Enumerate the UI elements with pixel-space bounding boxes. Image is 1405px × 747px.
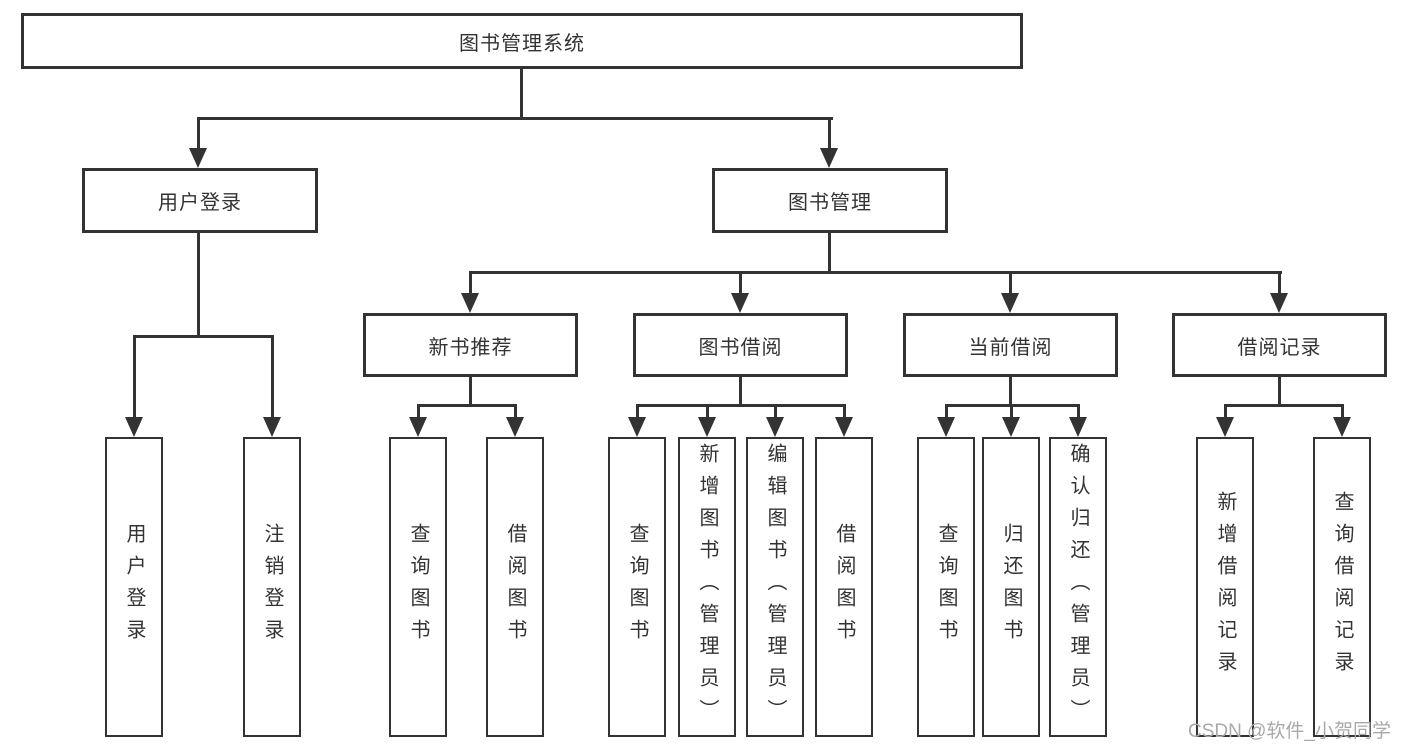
connector-line xyxy=(469,271,1282,274)
node-label: 新书推荐 xyxy=(428,336,513,359)
leaf-query-book-current: 查询图书 xyxy=(917,437,975,737)
connector-line xyxy=(469,377,472,407)
connector-line xyxy=(417,404,517,407)
leaf-label: 借阅图书 xyxy=(833,523,855,651)
node-label: 图书管理系统 xyxy=(459,32,585,55)
connector-line xyxy=(197,233,200,337)
connector-line xyxy=(133,335,274,338)
connector-line xyxy=(828,117,831,151)
connector-line xyxy=(133,335,136,419)
leaf-label: 注销登录 xyxy=(261,523,283,651)
arrow-down-icon xyxy=(461,293,479,313)
leaf-confirm-return-admin: 确认归还（管理员） xyxy=(1049,437,1107,737)
node-library-management-system: 图书管理系统 xyxy=(21,13,1023,69)
connector-line xyxy=(739,377,742,407)
leaf-label: 借阅图书 xyxy=(504,523,526,651)
connector-line xyxy=(469,271,472,297)
connector-line xyxy=(271,335,274,419)
leaf-add-book-admin: 新增图书（管理员） xyxy=(678,437,736,737)
connector-line xyxy=(1224,404,1227,419)
connector-line xyxy=(636,404,639,419)
connector-line xyxy=(1009,271,1012,297)
node-label: 图书借阅 xyxy=(698,336,783,359)
connector-line xyxy=(1278,271,1281,297)
connector-line xyxy=(636,404,846,407)
connector-line xyxy=(945,404,948,419)
connector-line xyxy=(774,404,777,419)
connector-line xyxy=(197,117,200,151)
arrow-down-icon xyxy=(263,417,281,437)
arrow-down-icon xyxy=(698,417,716,437)
arrow-down-icon xyxy=(731,293,749,313)
connector-line xyxy=(828,233,831,274)
arrow-down-icon xyxy=(1216,417,1234,437)
arrow-down-icon xyxy=(506,417,524,437)
leaf-label: 新增图书（管理员） xyxy=(696,443,718,731)
leaf-logout: 注销登录 xyxy=(243,437,301,737)
connector-line xyxy=(1077,404,1080,419)
node-label: 图书管理 xyxy=(788,192,872,214)
arrow-down-icon xyxy=(820,148,838,168)
leaf-label: 查询借阅记录 xyxy=(1331,491,1353,683)
leaf-user-login: 用户登录 xyxy=(105,437,163,737)
arrow-down-icon xyxy=(1333,417,1351,437)
node-label: 借阅记录 xyxy=(1237,336,1322,359)
leaf-label: 用户登录 xyxy=(123,523,145,651)
leaf-borrow-book-recommend: 借阅图书 xyxy=(486,437,544,737)
arrow-down-icon xyxy=(409,417,427,437)
arrow-down-icon xyxy=(1069,417,1087,437)
leaf-label: 查询图书 xyxy=(626,523,648,651)
connector-line xyxy=(417,404,420,419)
leaf-query-borrow-record: 查询借阅记录 xyxy=(1313,437,1371,737)
arrow-down-icon xyxy=(937,417,955,437)
leaf-return-book: 归还图书 xyxy=(982,437,1040,737)
leaf-query-book-recommend: 查询图书 xyxy=(389,437,447,737)
arrow-down-icon xyxy=(1270,293,1288,313)
arrow-down-icon xyxy=(1002,417,1020,437)
connector-line xyxy=(1341,404,1344,419)
leaf-borrow-book: 借阅图书 xyxy=(815,437,873,737)
arrow-down-icon xyxy=(1001,293,1019,313)
connector-line xyxy=(514,404,517,419)
connector-line xyxy=(1224,404,1343,407)
connector-line xyxy=(843,404,846,419)
node-borrowing-records: 借阅记录 xyxy=(1172,313,1387,377)
leaf-label: 查询图书 xyxy=(935,523,957,651)
arrow-down-icon xyxy=(125,417,143,437)
leaf-query-book-borrowing: 查询图书 xyxy=(608,437,666,737)
leaf-edit-book-admin: 编辑图书（管理员） xyxy=(746,437,804,737)
arrow-down-icon xyxy=(766,417,784,437)
leaf-label: 编辑图书（管理员） xyxy=(764,443,786,731)
watermark-text: CSDN @软件_小贺同学 xyxy=(1188,721,1391,742)
node-user-login: 用户登录 xyxy=(82,168,318,233)
leaf-add-borrow-record: 新增借阅记录 xyxy=(1196,437,1254,737)
arrow-down-icon xyxy=(835,417,853,437)
node-new-book-recommend: 新书推荐 xyxy=(363,313,578,377)
node-label: 用户登录 xyxy=(158,192,242,214)
connector-line xyxy=(197,117,833,120)
arrow-down-icon xyxy=(628,417,646,437)
node-label: 当前借阅 xyxy=(968,336,1053,359)
leaf-label: 新增借阅记录 xyxy=(1214,491,1236,683)
node-current-borrowing: 当前借阅 xyxy=(903,313,1118,377)
node-book-management: 图书管理 xyxy=(712,168,948,233)
connector-line xyxy=(1010,404,1013,419)
connector-line xyxy=(1278,377,1281,407)
connector-line xyxy=(1009,377,1012,407)
node-book-borrowing: 图书借阅 xyxy=(633,313,848,377)
connector-line xyxy=(520,69,523,118)
connector-line xyxy=(706,404,709,419)
leaf-label: 归还图书 xyxy=(1000,523,1022,651)
connector-line xyxy=(739,271,742,297)
leaf-label: 确认归还（管理员） xyxy=(1067,443,1089,731)
arrow-down-icon xyxy=(189,148,207,168)
leaf-label: 查询图书 xyxy=(407,523,429,651)
